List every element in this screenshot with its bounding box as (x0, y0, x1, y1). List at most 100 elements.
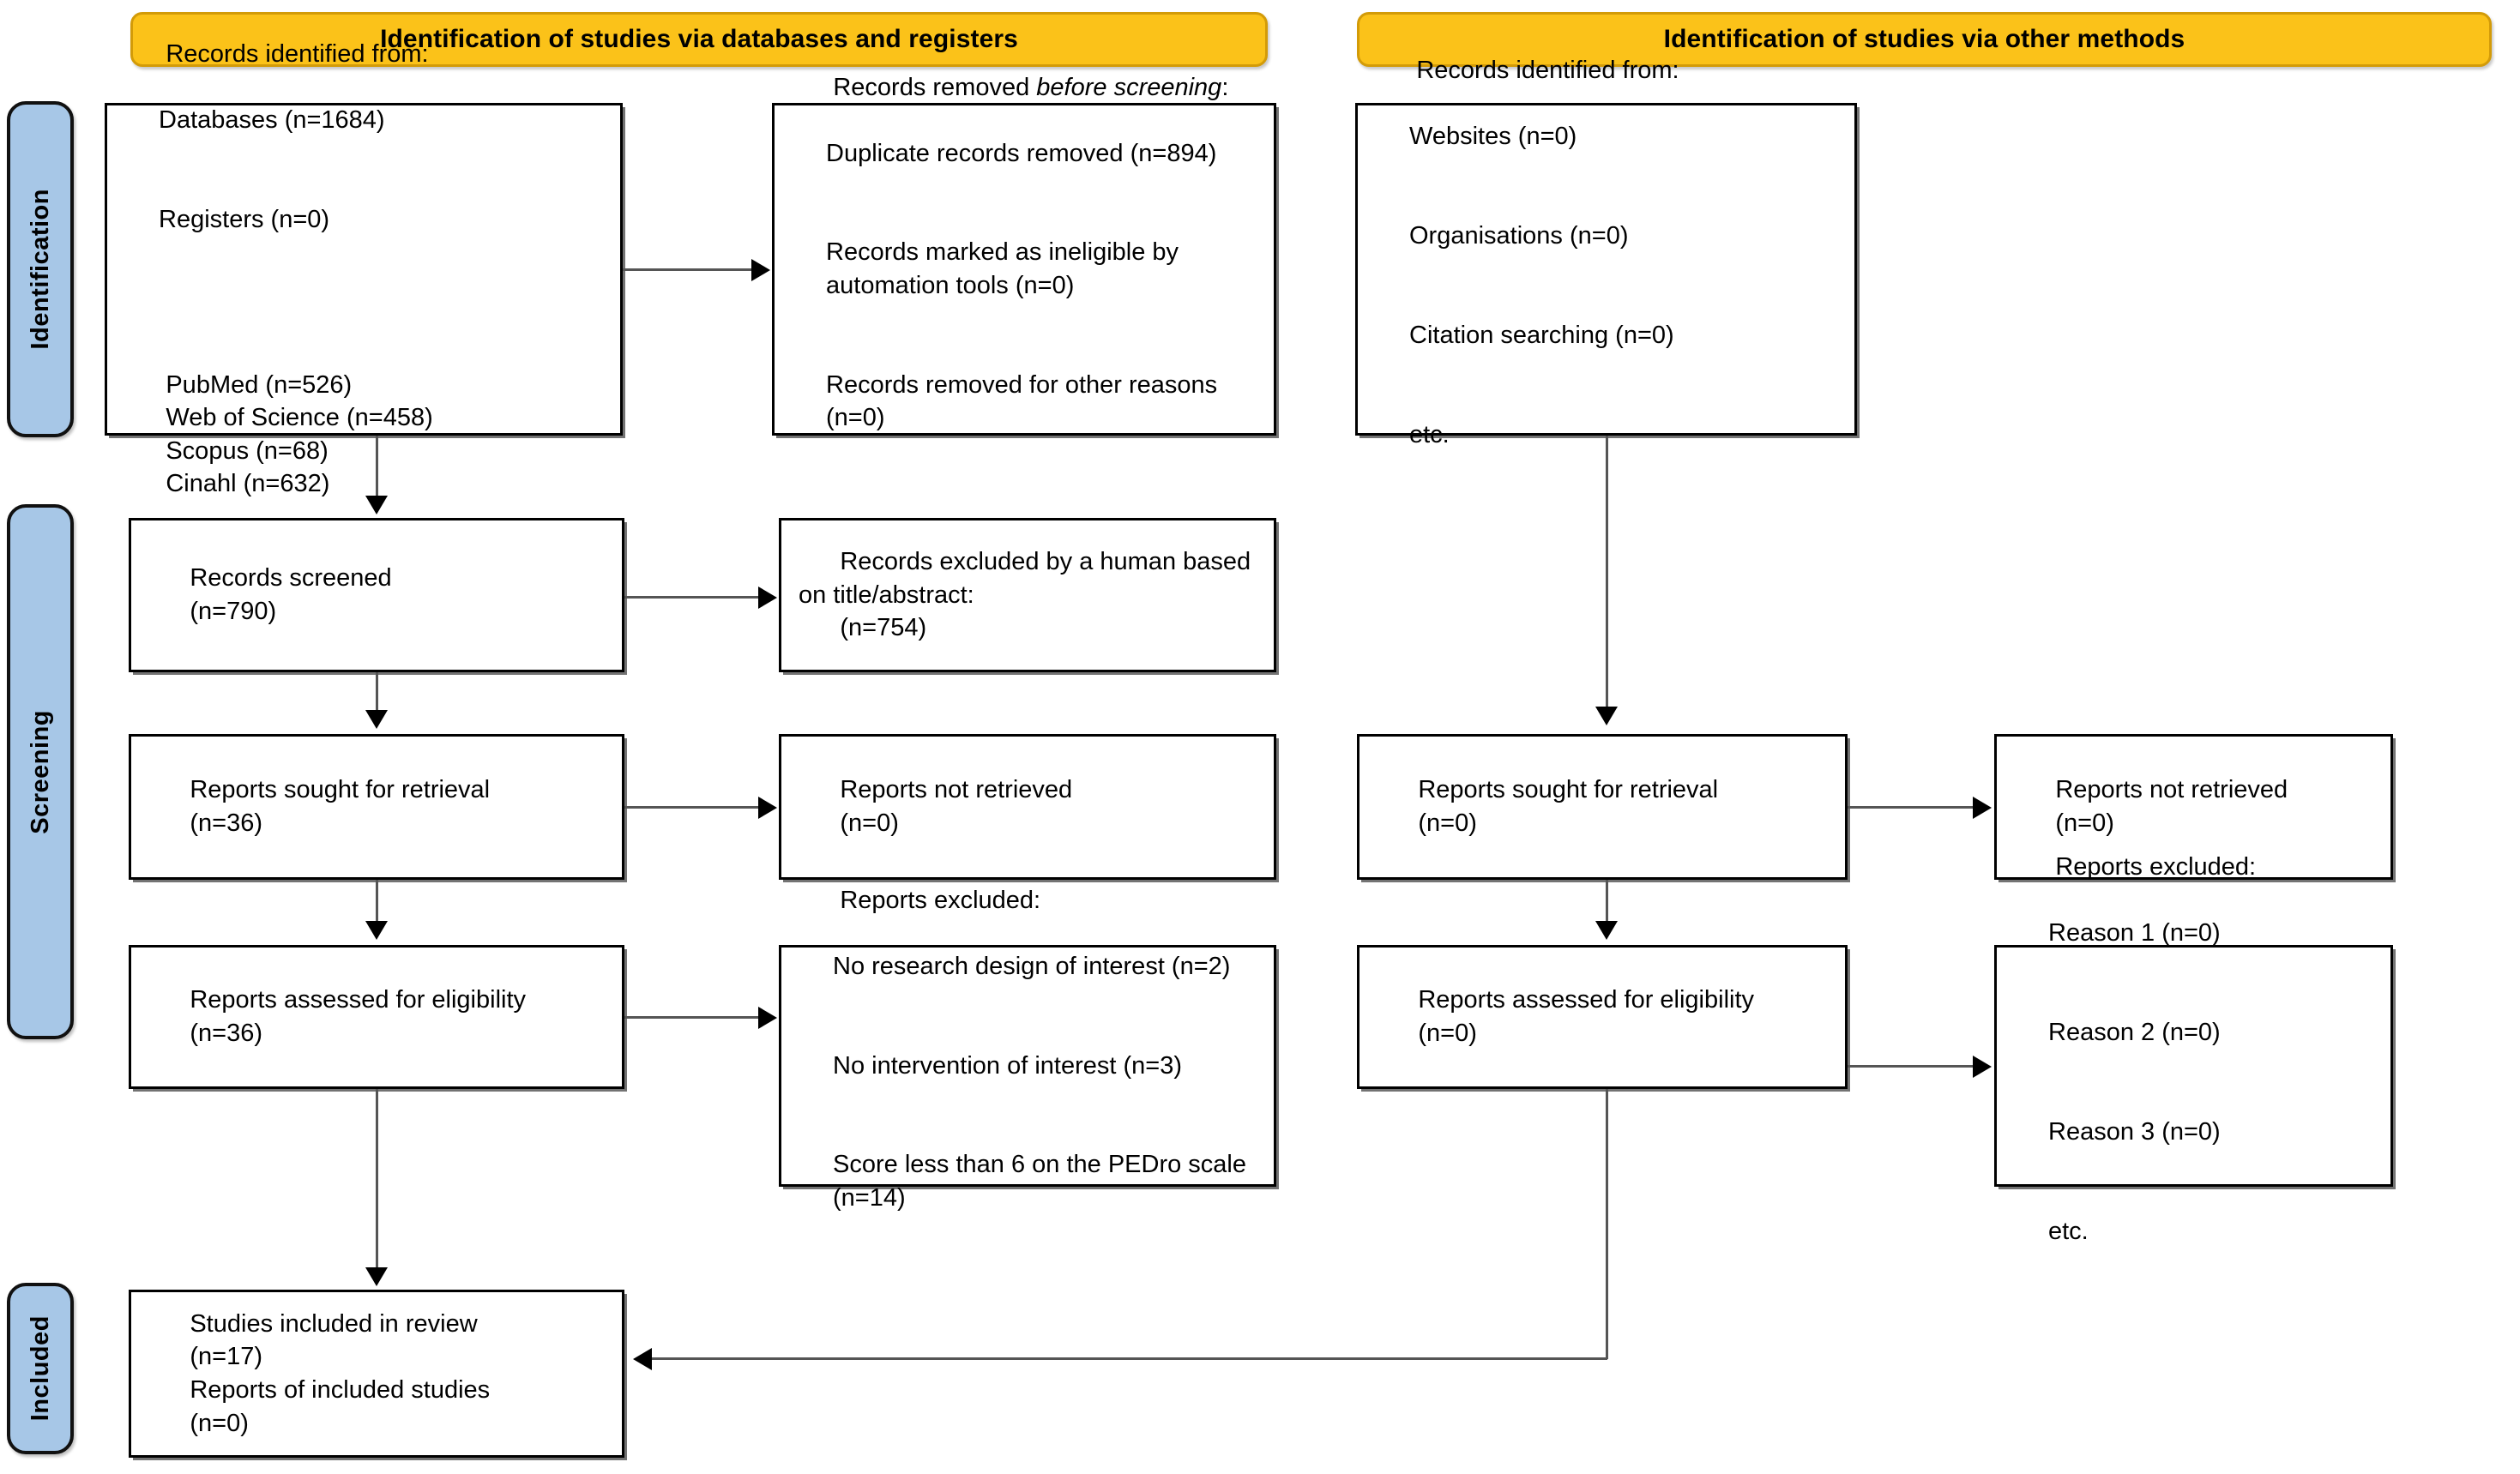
reports-excluded-right-reason-1: Reason 2 (n=0) (2048, 1019, 2221, 1047)
arrowhead-identified-other-to-sought-right (1595, 707, 1618, 725)
reports-excluded-right-reason-3: etc. (2048, 1217, 2089, 1245)
arrowhead-assessed-right-to-included (633, 1348, 652, 1370)
records-removed-title-italic: before screening (1036, 73, 1222, 101)
box-reports-sought-right-text: Reports sought for retrieval (n=0) (1359, 741, 1732, 873)
reports-not-retrieved-right-title: Reports not retrieved (2055, 776, 2288, 804)
arrowhead-assessed-to-included (365, 1267, 388, 1286)
phase-header-label: Identification of studies via databases … (380, 25, 1018, 53)
reports-sought-left-title: Reports sought for retrieval (190, 776, 491, 804)
connector-assessed-right-to-included-vertical (1606, 1089, 1608, 1359)
reports-sought-left-count: (n=36) (190, 809, 262, 837)
connector-assessed-right-to-included-horizontal (652, 1357, 1607, 1360)
arrowhead-sought-to-assessed-right (1595, 921, 1618, 940)
records-identified-other-line-0: Websites (n=0) (1409, 123, 1577, 151)
records-excluded-title: Records excluded by a human based on tit… (799, 548, 1258, 609)
records-identified-line-1: Registers (n=0) (159, 205, 330, 233)
box-records-screened: Records screened (n=790) (129, 518, 624, 672)
records-identified-line-5: Scopus (n=68) (166, 436, 329, 465)
reports-excluded-right-title: Reports excluded: (2055, 853, 2257, 881)
box-reports-not-retrieved-right-text: Reports not retrieved (n=0) (1997, 741, 2301, 873)
records-removed-reason-0: Duplicate records removed (n=894) (826, 139, 1217, 167)
records-removed-title-part1: Records removed (833, 73, 1037, 101)
connector-assessed-to-included (376, 1089, 378, 1271)
connector-sought-to-assessed-right (1606, 880, 1608, 923)
stage-label-included: Included (7, 1283, 74, 1454)
arrowhead-assessed-to-excluded-right (1973, 1056, 1992, 1078)
reports-sought-right-title: Reports sought for retrieval (1418, 776, 1719, 804)
arrowhead-sought-to-not-retrieved-right (1973, 797, 1992, 819)
records-identified-other-line-2: Citation searching (n=0) (1409, 321, 1674, 349)
connector-screened-to-excluded (624, 596, 760, 599)
arrowhead-assessed-to-excluded-left (758, 1007, 777, 1029)
box-reports-sought-left-text: Reports sought for retrieval (n=36) (131, 741, 503, 873)
box-reports-excluded-left-text: Reports excluded: No research design of … (781, 851, 1274, 1280)
connector-identified-to-removed (623, 268, 753, 271)
reports-excluded-left-reason-1: No intervention of interest (n=3) (833, 1051, 1183, 1080)
box-records-removed-before-screening: Records removed before screening: Duplic… (772, 74, 1276, 436)
stage-label-text: Identification (26, 189, 54, 350)
stage-label-screening: Screening (7, 504, 74, 1039)
records-identified-line-4: Web of Science (n=458) (166, 404, 433, 432)
connector-sought-to-not-retrieved-right (1848, 806, 1974, 809)
records-removed-title-part2: : (1221, 73, 1229, 101)
records-excluded-count: (n=754) (840, 614, 927, 642)
arrowhead-sought-to-assessed-left (365, 921, 388, 940)
phase-header-other-methods: Identification of studies via other meth… (1357, 12, 2492, 67)
arrowhead-screened-to-sought (365, 710, 388, 729)
reports-not-retrieved-right-count: (n=0) (2055, 809, 2114, 837)
box-reports-assessed-left: Reports assessed for eligibility (n=36) (129, 945, 624, 1089)
reports-excluded-left-reason-0: No research design of interest (n=2) (833, 953, 1231, 981)
connector-identified-to-screened (376, 436, 378, 499)
box-reports-not-retrieved-left: Reports not retrieved (n=0) (779, 734, 1276, 880)
arrowhead-sought-to-not-retrieved-left (758, 797, 777, 819)
box-studies-included-text: Studies included in review (n=17) Report… (131, 1274, 503, 1472)
box-reports-assessed-right-text: Reports assessed for eligibility (n=0) (1359, 951, 1768, 1083)
records-removed-reason-2: Records removed for other reasons (n=0) (826, 370, 1225, 432)
reports-assessed-right-count: (n=0) (1418, 1020, 1477, 1047)
phase-header-databases-registers: Identification of studies via databases … (130, 12, 1268, 67)
records-identified-line-3: PubMed (n=526) (166, 370, 353, 399)
stage-label-identification: Identification (7, 101, 74, 437)
studies-included-line3: Reports of included studies (190, 1376, 491, 1404)
records-screened-title: Records screened (190, 564, 392, 593)
box-reports-not-retrieved-left-text: Reports not retrieved (n=0) (781, 741, 1086, 873)
box-reports-not-retrieved-right: Reports not retrieved (n=0) (1994, 734, 2393, 880)
connector-assessed-to-excluded-left (624, 1016, 760, 1019)
box-reports-excluded-right: Reports excluded: Reason 1 (n=0) Reason … (1994, 853, 2393, 1245)
reports-excluded-left-reason-2: Score less than 6 on the PEDro scale (n=… (833, 1151, 1254, 1212)
records-screened-count: (n=790) (190, 598, 277, 625)
box-reports-excluded-right-text: Reports excluded: Reason 1 (n=0) Reason … (1997, 818, 2270, 1314)
connector-assessed-to-excluded-right (1848, 1065, 1974, 1068)
records-identified-line-2 (124, 303, 433, 336)
records-identified-other-line-3: etc. (1409, 420, 1450, 448)
connector-sought-to-not-retrieved-left (624, 806, 760, 809)
box-records-removed-text: Records removed before screening: Duplic… (775, 38, 1274, 501)
phase-header-label: Identification of studies via other meth… (1663, 25, 2185, 53)
box-records-screened-text: Records screened (n=790) (131, 529, 406, 661)
connector-sought-to-assessed-left (376, 880, 378, 923)
records-removed-reason-1: Records marked as ineligible by automati… (826, 238, 1186, 299)
box-records-identified-other: Records identified from: Websites (n=0) … (1355, 57, 1857, 448)
stage-label-text: Included (26, 1315, 54, 1422)
stage-label-text: Screening (26, 709, 54, 834)
studies-included-line4: (n=0) (190, 1409, 249, 1437)
reports-excluded-left-title: Reports excluded: (840, 886, 1041, 914)
reports-excluded-right-reason-0: Reason 1 (n=0) (2048, 919, 2221, 948)
reports-sought-right-count: (n=0) (1418, 809, 1477, 837)
studies-included-line1: Studies included in review (190, 1309, 478, 1338)
box-records-identified: Records identified from: Databases (n=16… (105, 40, 623, 497)
reports-assessed-left-count: (n=36) (190, 1020, 262, 1047)
box-reports-assessed-left-text: Reports assessed for eligibility (n=36) (131, 951, 540, 1083)
records-identified-line-0: Databases (n=1684) (159, 106, 385, 135)
box-records-identified-text: Records identified from: Databases (n=16… (107, 5, 447, 534)
records-identified-other-title: Records identified from: (1416, 57, 1679, 85)
records-identified-other-line-1: Organisations (n=0) (1409, 222, 1629, 250)
box-records-identified-other-text: Records identified from: Websites (n=0) … (1358, 21, 1693, 517)
reports-assessed-right-title: Reports assessed for eligibility (1418, 986, 1755, 1014)
arrowhead-screened-to-excluded (758, 587, 777, 609)
records-identified-title: Records identified from: (166, 40, 429, 69)
box-reports-sought-right: Reports sought for retrieval (n=0) (1357, 734, 1848, 880)
reports-not-retrieved-left-title: Reports not retrieved (840, 776, 1073, 804)
box-reports-excluded-left: Reports excluded: No research design of … (779, 887, 1276, 1212)
reports-not-retrieved-left-count: (n=0) (840, 809, 899, 837)
